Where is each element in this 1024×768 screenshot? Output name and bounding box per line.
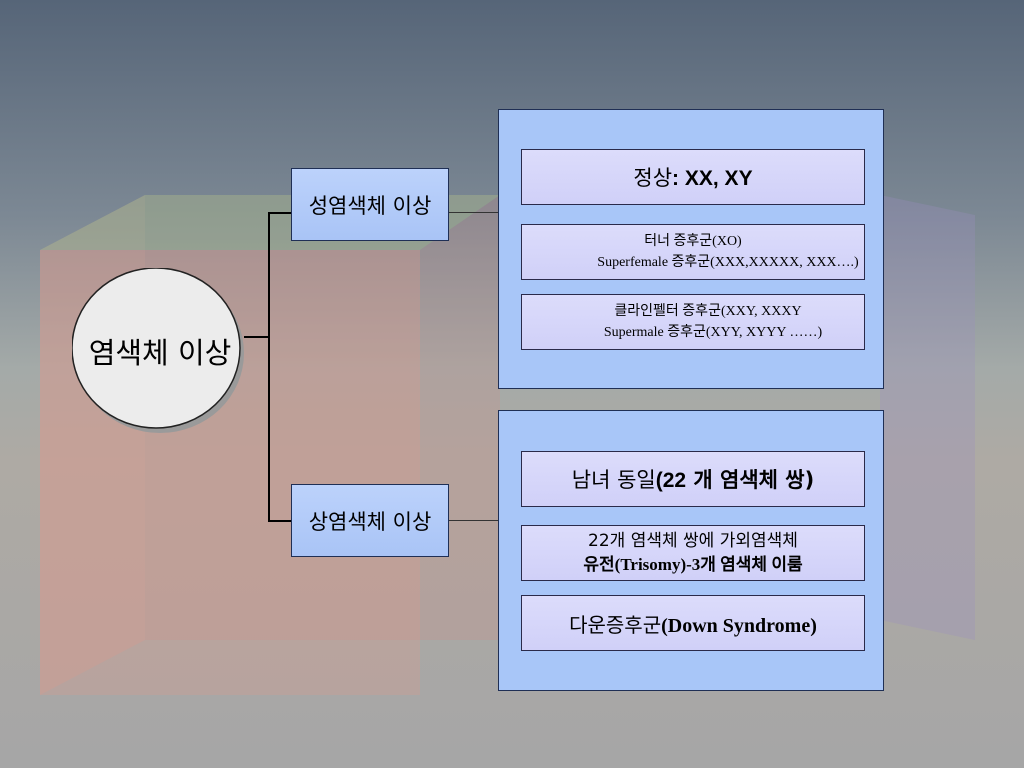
turner-line1: 터너 증후군(XO) (644, 234, 742, 249)
category-autosome: 상염색체 이상 (291, 484, 449, 557)
connector-vertical (268, 212, 270, 522)
connector-root (244, 336, 270, 338)
root-circle (72, 268, 244, 433)
pairs-box: 남녀 동일(22 개 염색체 쌍) (521, 451, 865, 507)
normal-ko: 정상 (633, 166, 673, 190)
normal-rest: : XX, XY (672, 167, 753, 190)
down-en: (Down Syndrome) (661, 614, 817, 637)
connector-auto-panel (448, 520, 498, 521)
trisomy-box: 22개 염색체 쌍에 가외염색체 유전(Trisomy)-3개 염색체 이룸 (521, 525, 865, 581)
category-sex-label: 성염색체 이상 (308, 193, 432, 218)
down-box: 다운증후군(Down Syndrome) (521, 595, 865, 651)
root-label: 염색체 이상 (88, 336, 232, 370)
down-ko: 다운증후군 (569, 612, 662, 637)
normal-box: 정상: XX, XY (521, 149, 865, 205)
category-auto-label: 상염색체 이상 (308, 509, 432, 534)
connector-top-branch (268, 212, 292, 214)
pairs-ko2: 개 염색체 쌍) (686, 468, 815, 492)
klinefelter-line1: 클라인펠터 증후군(XXY, XXXY (614, 304, 802, 319)
turner-line2: Superfemale 증후군(XXX,XXXXX, XXX….) (597, 255, 859, 270)
connector-sex-panel (448, 212, 498, 213)
pairs-ko1: 남녀 동일 (571, 468, 656, 492)
connector-bottom-branch (268, 520, 292, 522)
trisomy-line1: 22개 염색체 쌍에 가외염색체 (588, 531, 798, 551)
turner-box: 터너 증후군(XO) Superfemale 증후군(XXX,XXXXX, XX… (521, 224, 865, 280)
trisomy-line2: 유전(Trisomy)-3개 염색체 이룸 (583, 555, 803, 574)
klinefelter-line2: Supermale 증후군(XYY, XYYY ……) (603, 325, 823, 340)
category-sex-chromosome: 성염색체 이상 (291, 168, 449, 241)
pairs-rest: (22 (655, 469, 687, 492)
klinefelter-box: 클라인펠터 증후군(XXY, XXXY Supermale 증후군(XYY, X… (521, 294, 865, 350)
